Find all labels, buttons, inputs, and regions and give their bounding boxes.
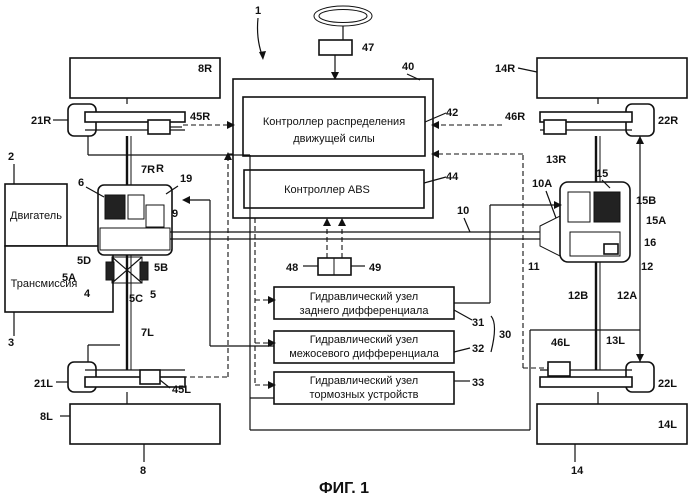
ref-11: 11 xyxy=(528,261,540,273)
ref-14L: 14L xyxy=(658,419,677,431)
ref-5A: 5A xyxy=(62,272,76,284)
leader-1-arrow xyxy=(259,51,266,60)
ref-4: 4 xyxy=(84,288,91,300)
controller-distribution-label-2: движущей силы xyxy=(293,133,375,145)
wheel-14R xyxy=(537,58,687,98)
ref-48: 48 xyxy=(286,262,298,274)
wheel-8L xyxy=(70,404,220,444)
hyd-center-label-1: Гидравлический узел xyxy=(310,334,418,346)
ref-15: 15 xyxy=(596,168,608,180)
ref-5C: 5C xyxy=(129,293,143,305)
ref-2: 2 xyxy=(8,151,14,163)
ref-16: 16 xyxy=(644,237,656,249)
ref-47: 47 xyxy=(362,42,374,54)
ref-21R: 21R xyxy=(31,115,51,127)
ref-40: 40 xyxy=(402,61,414,73)
hydraulic-lines-right xyxy=(454,201,562,303)
steering-sensor-47 xyxy=(319,40,352,80)
ref-5D: 5D xyxy=(77,255,91,267)
ref-19: 19 xyxy=(180,173,192,185)
propeller-shaft-10 xyxy=(170,232,540,239)
ref-9: 9 xyxy=(172,208,178,220)
ref-12: 12 xyxy=(641,261,653,273)
ref-33: 33 xyxy=(472,377,484,389)
leader-14R xyxy=(518,68,537,72)
ref-10A: 10A xyxy=(532,178,552,190)
ref-8L: 8L xyxy=(40,411,53,423)
ref-8R: 8R xyxy=(198,63,212,75)
ref-15A: 15A xyxy=(646,215,666,227)
sensors-48-49 xyxy=(303,218,365,275)
ref-12B: 12B xyxy=(568,290,588,302)
hyd-brake-label-2: тормозных устройств xyxy=(310,389,419,401)
ref-46R: 46R xyxy=(505,111,525,123)
sensor-46L xyxy=(548,362,570,376)
ref-45R: 45R xyxy=(190,111,210,123)
rear-differential xyxy=(540,182,630,262)
ref-22L: 22L xyxy=(658,378,677,390)
ref-1: 1 xyxy=(255,5,261,17)
hyd-rear-label-2: заднего дифференциала xyxy=(300,305,430,317)
controller-unit-40 xyxy=(233,79,433,218)
controller-abs-label: Контроллер ABS xyxy=(284,184,370,196)
ref-3: 3 xyxy=(8,337,14,349)
ref-5B: 5B xyxy=(154,262,168,274)
ref-12A: 12A xyxy=(617,290,637,302)
sensor-46R xyxy=(544,120,566,134)
ref-49: 49 xyxy=(369,262,381,274)
ref-21L: 21L xyxy=(34,378,53,390)
ref-31: 31 xyxy=(472,317,484,329)
leader-10 xyxy=(464,218,470,232)
ref-R: R xyxy=(156,163,164,175)
ref-7R: 7R xyxy=(141,164,155,176)
figure-caption: ФИГ. 1 xyxy=(319,480,369,497)
leader-31 xyxy=(454,310,472,320)
hyd-center-label-2: межосевого дифференциала xyxy=(289,348,440,360)
ref-22R: 22R xyxy=(658,115,678,127)
leader-1 xyxy=(258,18,263,55)
ref-7L: 7L xyxy=(141,327,154,339)
ref-5: 5 xyxy=(150,289,156,301)
ref-14R: 14R xyxy=(495,63,515,75)
sensor-45L xyxy=(140,370,160,384)
brace-30 xyxy=(491,316,495,352)
engine-block xyxy=(5,184,113,312)
ref-46L: 46L xyxy=(551,337,570,349)
controller-distribution-label-1: Контроллер распределения xyxy=(263,116,405,128)
ref-10: 10 xyxy=(457,205,469,217)
ref-14: 14 xyxy=(571,465,584,477)
ref-30: 30 xyxy=(499,329,511,341)
leader-32 xyxy=(454,348,470,352)
engine-label: Двигатель xyxy=(10,210,62,222)
ref-44: 44 xyxy=(446,171,459,183)
ref-15B: 15B xyxy=(636,195,656,207)
ref-6: 6 xyxy=(78,177,84,189)
steering-wheel xyxy=(314,6,372,40)
hyd-rear-label-1: Гидравлический узел xyxy=(310,291,418,303)
ref-8: 8 xyxy=(140,465,146,477)
ref-45L: 45L xyxy=(172,384,191,396)
ref-13L: 13L xyxy=(606,335,625,347)
ref-13R: 13R xyxy=(546,154,566,166)
ref-32: 32 xyxy=(472,343,484,355)
ref-42: 42 xyxy=(446,107,458,119)
hyd-brake-label-1: Гидравлический узел xyxy=(310,375,418,387)
